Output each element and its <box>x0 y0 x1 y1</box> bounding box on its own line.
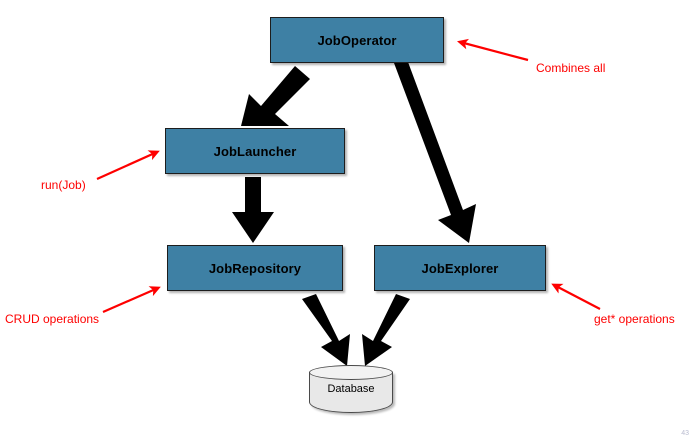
node-database-label: Database <box>327 383 375 395</box>
annotation-run-job: run(Job) <box>41 178 86 192</box>
annotation-arrow-get-star <box>551 283 601 310</box>
node-jobrepository[interactable]: JobRepository <box>167 245 343 291</box>
node-jobrepository-label: JobRepository <box>208 260 302 276</box>
annotation-arrow-combines-all <box>457 38 529 62</box>
annotation-get-operations: get* operations <box>594 312 675 326</box>
database-cylinder-top <box>309 365 393 380</box>
node-joblauncher[interactable]: JobLauncher <box>165 128 345 174</box>
node-joboperator-label: JobOperator <box>317 32 397 48</box>
page-number: 43 <box>681 430 689 437</box>
node-database[interactable]: Database <box>309 365 393 413</box>
node-jobexplorer-label: JobExplorer <box>421 260 499 276</box>
node-joblauncher-label: JobLauncher <box>213 143 297 159</box>
edge-jobexplorer-to-database <box>362 294 410 366</box>
annotation-combines-all: Combines all <box>536 61 606 75</box>
edge-jobrepository-to-database <box>302 294 350 366</box>
edge-joboperator-to-joblauncher <box>241 66 310 126</box>
node-jobexplorer[interactable]: JobExplorer <box>374 245 546 291</box>
annotation-arrow-crud <box>102 286 161 314</box>
annotation-crud-operations: CRUD operations <box>5 312 100 326</box>
annotation-arrow-run-job <box>96 150 160 181</box>
edge-joblauncher-to-jobrepository <box>232 177 274 243</box>
node-joboperator[interactable]: JobOperator <box>270 17 444 63</box>
edge-joboperator-to-jobexplorer <box>394 62 476 243</box>
